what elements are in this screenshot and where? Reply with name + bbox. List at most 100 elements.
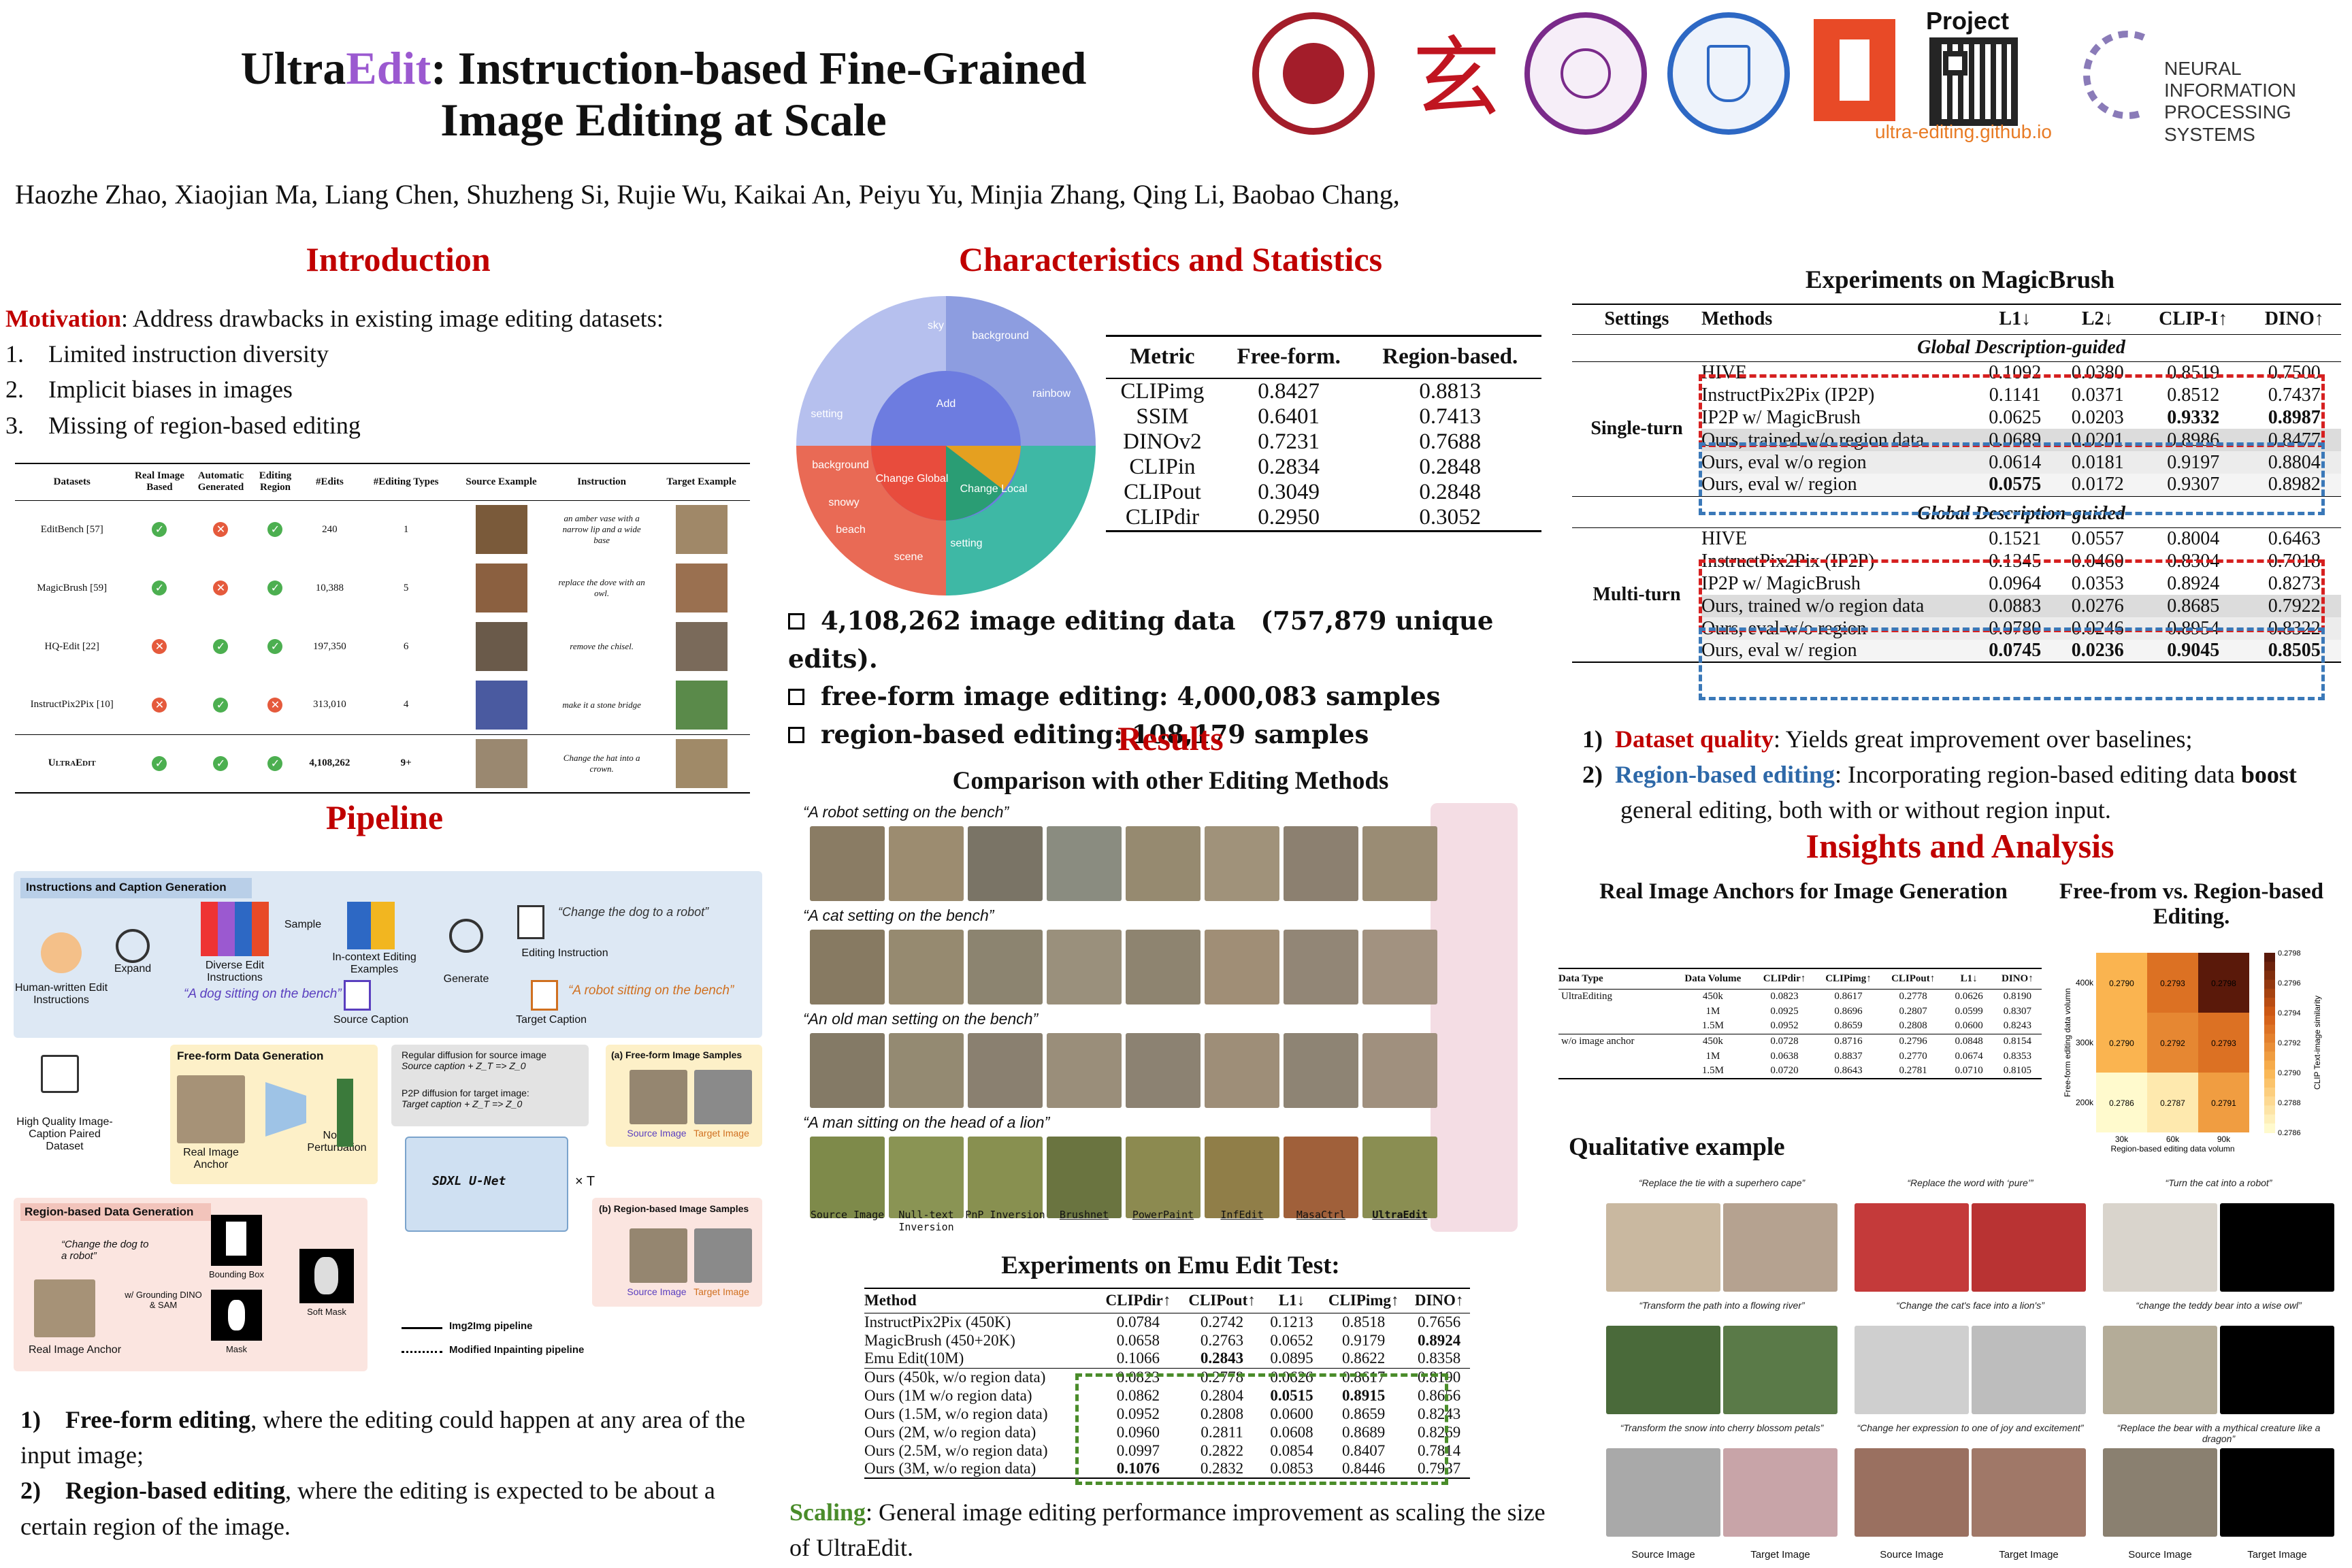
emu-ours-highlight xyxy=(1075,1373,1448,1485)
unet-label: SDXL U-Net xyxy=(432,1174,506,1188)
region-quote: “Change the dog to a robot” xyxy=(61,1239,149,1262)
anchor-cell: 0.0674 xyxy=(1955,1050,1983,1062)
anchor-image xyxy=(177,1075,245,1143)
anchor-cell: 0.8243 xyxy=(2003,1020,2031,1032)
anchor-cell: 0.2796 xyxy=(1899,1035,1927,1047)
magicbrush-cell: 0.8924 xyxy=(2167,572,2220,594)
introduction-heading: Introduction xyxy=(306,240,491,278)
emu-cell: 0.8659 xyxy=(1342,1405,1386,1422)
instruction-quote: “Change the dog to a robot” xyxy=(558,905,709,919)
dataset-types: 4 xyxy=(403,699,409,710)
emu-cell: 0.8243 xyxy=(1418,1405,1461,1422)
heatmap-value: 0.2787 xyxy=(2160,1098,2185,1108)
grounding-label: w/ Grounding DINO & SAM xyxy=(125,1290,202,1310)
school-calligraphy-logo: ⽞ xyxy=(1411,27,1501,130)
edit-instruction-label: Editing Instruction xyxy=(521,947,608,959)
sun-rainbow: rainbow xyxy=(1032,388,1071,399)
emu-cell: 0.8446 xyxy=(1342,1460,1386,1477)
comparison-image xyxy=(810,826,885,901)
heatmap-cell xyxy=(2198,1073,2249,1132)
qual-image xyxy=(2103,1203,2217,1292)
emu-cell: 0.0608 xyxy=(1270,1423,1313,1441)
anchor-cell: UltraEditing xyxy=(1561,990,1612,1002)
ff-target-sample xyxy=(694,1070,752,1124)
magicbrush-cell: 0.9045 xyxy=(2167,640,2220,661)
qual-bottom-label: Target Image xyxy=(1999,1549,2059,1561)
comparison-image xyxy=(968,1033,1043,1108)
legend-inpainting: Modified Inpainting pipeline xyxy=(449,1344,585,1356)
source-example-image xyxy=(475,680,527,730)
comparison-prompt: “An old man setting on the bench” xyxy=(803,1010,1039,1028)
magicbrush-cell: 0.0181 xyxy=(2071,451,2124,473)
bbox-image xyxy=(211,1215,262,1266)
target-caption-quote: “A robot sitting on the bench” xyxy=(568,983,734,998)
method-label: MasaCtrl xyxy=(1296,1209,1346,1221)
comparison-image xyxy=(1047,1137,1122,1218)
metric-cell: 0.6401 xyxy=(1258,404,1320,429)
cross-icon: ✕ xyxy=(213,581,229,595)
magicbrush-cell: 0.9197 xyxy=(2167,451,2220,473)
heatmap-value: 0.2793 xyxy=(2211,1039,2236,1048)
heatmap-cell xyxy=(2096,953,2147,1013)
cross-icon: ✕ xyxy=(213,522,229,538)
anchor-cell: 0.8617 xyxy=(1834,990,1863,1002)
target-example-image xyxy=(675,622,728,671)
method-label: UltraEdit xyxy=(1372,1209,1428,1221)
emu-cell: 0.8622 xyxy=(1342,1350,1386,1367)
setting-label: Multi-turn xyxy=(1572,527,1701,662)
qual-bottom-label: Target Image xyxy=(1750,1549,1810,1561)
poster-title: UltraEdit: Instruction-based Fine-Graine… xyxy=(240,42,1087,146)
qual-image xyxy=(1972,1326,2086,1414)
colorbar-segment xyxy=(2264,1007,2275,1017)
heatmap-ytick: 300k xyxy=(2076,1038,2094,1047)
comparison-title: Comparison with other Editing Methods xyxy=(952,767,1389,795)
softmask-image xyxy=(299,1249,354,1303)
pipeline-heading: Pipeline xyxy=(325,798,444,836)
project-qr-code[interactable] xyxy=(1929,37,2018,126)
magicbrush-cell: 0.8519 xyxy=(2167,361,2220,383)
highlight-box xyxy=(1699,442,2325,515)
latent-zt xyxy=(337,1079,353,1147)
heatmap-value: 0.2790 xyxy=(2109,1039,2134,1048)
anchor-cell: 1M xyxy=(1705,1005,1720,1017)
anchor-cell: 0.8105 xyxy=(2003,1065,2031,1076)
qual-image xyxy=(1606,1448,1720,1537)
project-url[interactable]: ultra-editing.github.io xyxy=(1875,121,2052,142)
gdg-header: Global Description-guided xyxy=(1917,337,2125,358)
comparison-image xyxy=(1284,826,1358,901)
magicbrush-cell: 0.8685 xyxy=(2167,595,2220,617)
colorbar-segment xyxy=(2264,1033,2275,1043)
metric-cell: 0.7413 xyxy=(1419,404,1482,429)
metric-cell: CLIPout xyxy=(1124,479,1201,504)
anchor-cell: 0.2808 xyxy=(1899,1020,1927,1032)
magicbrush-cell: 0.9307 xyxy=(2167,474,2220,495)
colorbar-tick: 0.2790 xyxy=(2278,1069,2301,1077)
qual-bottom-label: Source Image xyxy=(1880,1549,1944,1561)
magicbrush-cell: Ours, eval w/ region xyxy=(1701,474,1857,495)
magicbrush-cell: 0.0276 xyxy=(2071,595,2124,617)
emu-cell: 0.0658 xyxy=(1116,1331,1160,1349)
qual-bottom-label: Source Image xyxy=(2128,1549,2192,1561)
ff-tgt-label: Target Image xyxy=(693,1128,749,1139)
qual-caption: “Replace the bear with a mythical creatu… xyxy=(2117,1422,2321,1444)
region-anchor-label: Real Image Anchor xyxy=(28,1344,122,1356)
unet-block xyxy=(405,1137,568,1232)
colorbar-segment xyxy=(2264,998,2275,1008)
magicbrush-notes: 1) Dataset quality: Yields great improve… xyxy=(1582,725,2297,824)
colorbar-tick: 0.2786 xyxy=(2278,1129,2301,1137)
sun-setting: setting xyxy=(811,408,843,420)
magicbrush-cell: 0.8512 xyxy=(2167,384,2220,406)
peking-university-logo xyxy=(1252,12,1375,135)
magicbrush-cell: 0.8273 xyxy=(2268,572,2321,594)
colorbar-segment xyxy=(2264,1078,2275,1088)
emu-cell: 0.0862 xyxy=(1116,1386,1160,1404)
emu-cell: 0.2808 xyxy=(1200,1405,1244,1422)
